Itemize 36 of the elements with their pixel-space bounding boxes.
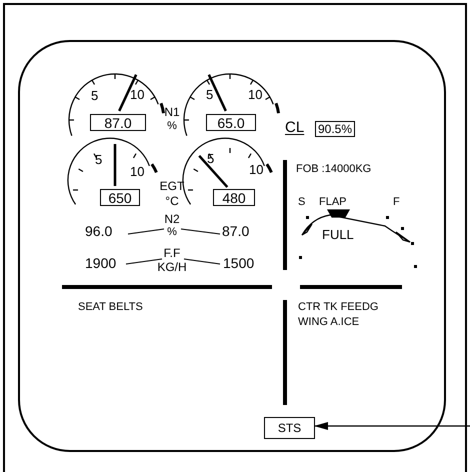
display-label: 96.0 bbox=[85, 224, 112, 238]
display-label: % bbox=[167, 121, 177, 132]
display-label: 5 bbox=[206, 88, 214, 101]
display-label: FLAP bbox=[319, 197, 347, 208]
display-label: SEAT BELTS bbox=[78, 302, 143, 313]
display-label: 10 bbox=[130, 88, 144, 101]
display-label: FOB :14000KG bbox=[296, 164, 372, 175]
display-label: F bbox=[393, 197, 400, 208]
display-label: WING A.ICE bbox=[298, 317, 360, 328]
display-label: 1500 bbox=[223, 256, 254, 270]
status-box: STS bbox=[264, 417, 315, 439]
display-label: S bbox=[298, 197, 306, 208]
display-label: 87.0 bbox=[222, 224, 250, 238]
readout-box: 480 bbox=[213, 189, 255, 206]
display-label: 5 bbox=[91, 89, 98, 102]
readout-box: 65.0 bbox=[206, 114, 256, 131]
display-screen bbox=[18, 40, 446, 452]
arrow bbox=[314, 422, 470, 430]
readout-box: 87.0 bbox=[90, 114, 146, 131]
readout-box: 650 bbox=[100, 189, 140, 206]
display-label: N1 bbox=[164, 106, 180, 118]
display-label: 10 bbox=[249, 163, 264, 176]
display-label: KG/H bbox=[157, 261, 187, 273]
display-label: °C bbox=[165, 195, 179, 207]
display-label: 1900 bbox=[85, 256, 116, 270]
display-label: 10 bbox=[248, 88, 262, 101]
display-label: % bbox=[167, 227, 177, 238]
display-label: CL bbox=[285, 120, 304, 135]
display-label: CTR TK FEEDG bbox=[298, 302, 378, 313]
display-label: 5 bbox=[95, 153, 102, 166]
display-label: 10 bbox=[130, 165, 144, 178]
display-label: 5 bbox=[207, 152, 214, 165]
display-label: F.F bbox=[164, 247, 180, 259]
display-label: N2 bbox=[164, 213, 180, 225]
readout-box: 90.5% bbox=[315, 121, 355, 137]
display-label: FULL bbox=[322, 228, 354, 241]
